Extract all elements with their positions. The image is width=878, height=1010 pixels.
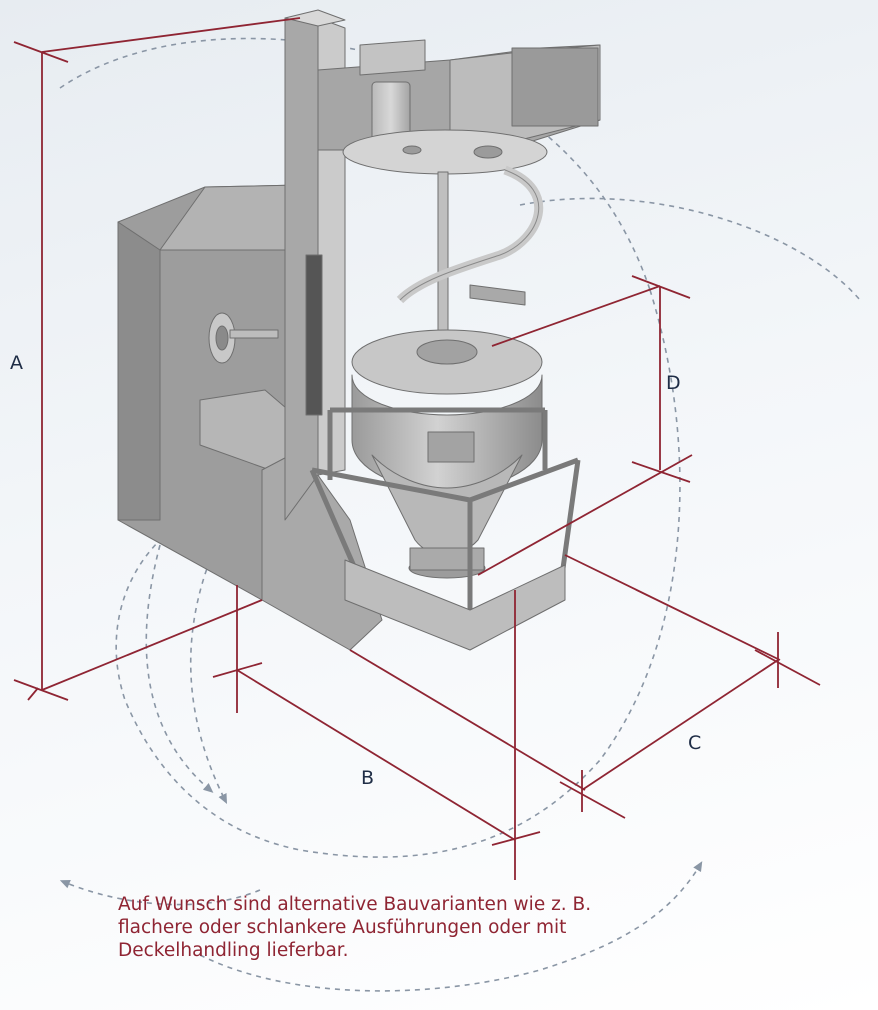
rotation-arrow-icon [199,861,703,992]
mixer-shaft [437,171,449,343]
caption-line: flachere oder schlankere Ausführungen od… [118,917,567,938]
rotation-arrow-icon [189,559,228,805]
design-variants-caption: Auf Wunsch sind alternative Bauvarianten… [118,893,678,962]
mixer-machine-illustration [117,9,601,651]
dimension-label-d: D [666,372,681,394]
caption-line: Deckelhandling lieferbar. [118,940,349,961]
rotation-arrow-icon [59,879,261,906]
dimension-label-a: A [10,352,23,374]
spiral-blade [396,165,544,304]
rotation-arrow-icon [115,289,681,858]
rotation-arrow-icon [519,197,861,301]
dimension-line-b [236,669,516,841]
dimension-label-c: C [688,732,702,754]
caption-line: Auf Wunsch sind alternative Bauvarianten… [118,894,592,915]
dimension-lines [13,17,821,880]
rotation-arrow-icon [145,544,214,793]
lid-plate [342,129,548,175]
motor [511,47,599,127]
pallet-base [344,559,566,651]
dimension-label-b: B [361,767,375,789]
dimension-line-c [581,659,779,791]
